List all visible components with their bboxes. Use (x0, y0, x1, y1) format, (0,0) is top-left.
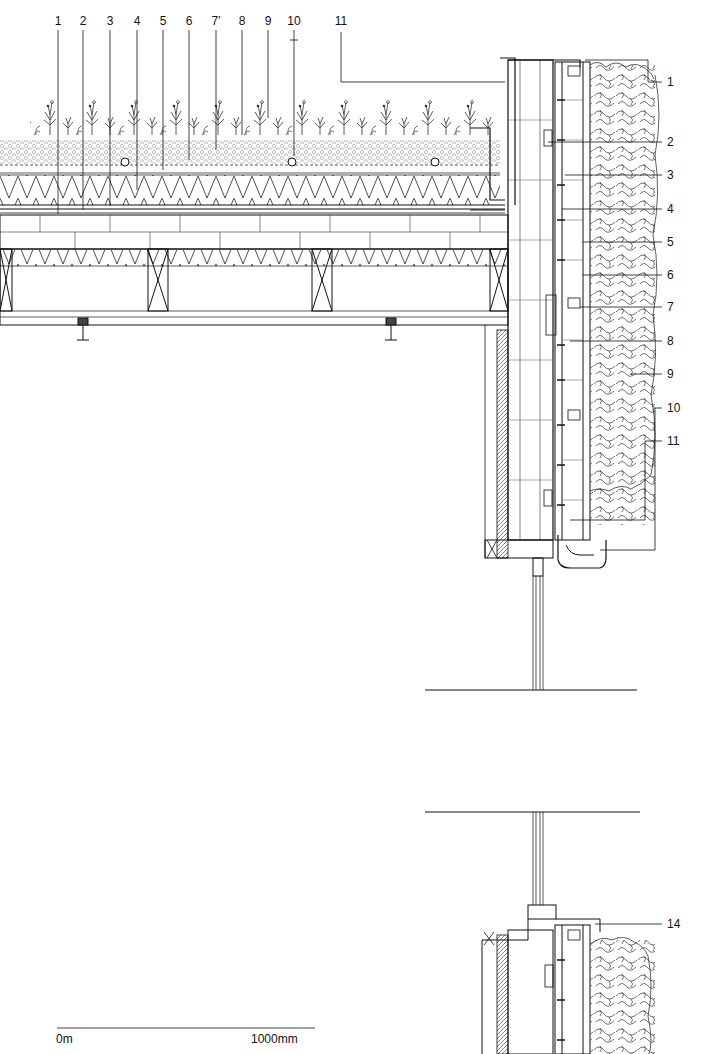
callout-number: 3 (106, 14, 115, 28)
callout-number: 2 (79, 14, 88, 28)
callout-number: 1 (54, 14, 63, 28)
callout-number: 7' (211, 14, 222, 28)
callout-number: 2 (666, 135, 675, 149)
callout-number: 10 (286, 14, 301, 28)
scale-label: 1000mm (250, 1032, 299, 1046)
callout-number: 4 (133, 14, 142, 28)
callout-number: 11 (334, 14, 348, 28)
callout-number: 6 (185, 14, 194, 28)
callout-number: 8 (238, 14, 247, 28)
callout-number: 4 (666, 202, 675, 216)
callout-number: 9 (666, 367, 675, 381)
callout-number: 11 (666, 434, 680, 448)
callout-number: 6 (666, 268, 675, 282)
callout-number: 1 (666, 75, 675, 89)
callout-number: 8 (666, 334, 675, 348)
callout-number: 7 (666, 300, 675, 314)
callout-number: 3 (666, 168, 675, 182)
callout-number: 10 (666, 401, 681, 415)
scale-label: 0m (55, 1032, 74, 1046)
callout-number: 5 (666, 235, 675, 249)
callout-number: 5 (159, 14, 168, 28)
callout-number: 9 (264, 14, 273, 28)
callout-number: 14 (666, 917, 681, 931)
